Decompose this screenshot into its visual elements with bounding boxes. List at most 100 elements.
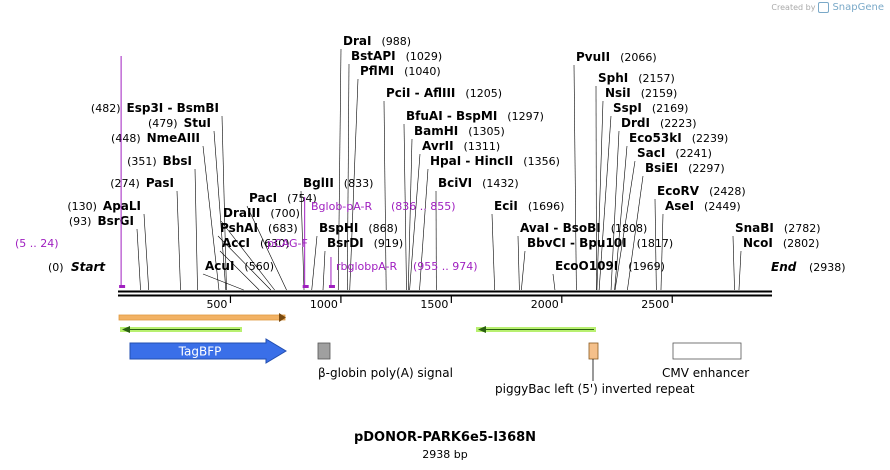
site-name: EciI — [494, 199, 518, 213]
end-position: (2938) — [809, 261, 846, 274]
restriction-site[interactable]: NsiI(2159) — [596, 86, 677, 291]
site-name: PasI — [146, 176, 174, 190]
restriction-site[interactable]: SacI(2241) — [614, 146, 712, 291]
restriction-site[interactable]: SspI (2169) — [598, 101, 689, 291]
restriction-site[interactable]: BspHI (868) — [311, 221, 398, 291]
site-leader-line — [409, 153, 421, 291]
feature-orange-span[interactable] — [118, 314, 286, 321]
site-name: EcoRV — [657, 184, 700, 198]
site-position: (2169) — [652, 102, 689, 115]
restriction-site[interactable]: DrdI(2223) — [610, 116, 697, 291]
site-position: (868) — [368, 222, 398, 235]
restriction-site[interactable]: PshAI(683) — [217, 221, 298, 291]
site-position: (2241) — [675, 147, 712, 160]
restriction-site[interactable]: AcuI(560) — [202, 259, 274, 291]
site-position: (833) — [344, 177, 374, 190]
site-name: BbsI — [163, 154, 192, 168]
site-leader-line — [738, 250, 742, 291]
restriction-site[interactable]: BbvCI - Bpu10I (1817) — [521, 236, 674, 291]
site-name: ApaLI — [103, 199, 141, 213]
site-leader-line — [491, 213, 495, 291]
restriction-site[interactable]: Esp3I - BsmBI(482) — [91, 101, 227, 291]
site-position: (1817) — [637, 237, 674, 250]
site-leader-line — [521, 250, 526, 291]
site-leader-line — [627, 175, 644, 291]
restriction-site[interactable]: SnaBI(2782) — [732, 221, 820, 291]
restriction-site[interactable]: BciVI(1432) — [435, 176, 519, 291]
site-leader-line — [654, 198, 657, 291]
restriction-site[interactable]: BamHI(1305) — [407, 124, 505, 291]
restriction-site[interactable]: BsiEI(2297) — [627, 161, 725, 291]
restriction-site[interactable]: AvrII (1311) — [409, 139, 501, 291]
restriction-site[interactable]: Eco53kI(2239) — [614, 131, 729, 291]
site-name: PacI — [249, 191, 277, 205]
restriction-site[interactable]: BglII(833) — [300, 176, 374, 291]
restriction-site[interactable]: NmeAIII(448) — [111, 131, 220, 291]
restriction-site[interactable]: BbsI(351) — [127, 154, 198, 291]
restriction-site[interactable]: BsrGI(93) — [69, 214, 141, 291]
site-name: BsrGI — [97, 214, 134, 228]
site-leader-line — [136, 228, 141, 291]
cmv-enhancer-box[interactable] — [672, 342, 742, 360]
primer-mark — [119, 285, 126, 288]
restriction-site[interactable]: DraI(988) — [337, 34, 411, 291]
site-position: (2802) — [783, 237, 820, 250]
site-leader-line — [246, 205, 287, 291]
snapgene-credit: Created by SnapGene — [771, 2, 884, 13]
site-position: (1040) — [404, 65, 441, 78]
site-position: (2066) — [620, 51, 657, 64]
start-label: Start — [71, 260, 106, 274]
site-leader-line — [407, 138, 413, 291]
restriction-site[interactable]: AvaI - BsoBI(1808) — [517, 221, 647, 291]
restriction-site[interactable]: DraIII (700) — [220, 206, 300, 291]
primer-range: (5 .. 24) — [15, 237, 59, 250]
site-name: AvrII — [422, 139, 454, 153]
site-leader-line — [322, 250, 326, 291]
site-position: (700) — [270, 207, 300, 220]
restriction-site[interactable]: PflMI(1040) — [349, 64, 441, 291]
restriction-site[interactable]: SphI(2157) — [595, 71, 675, 291]
primer-range: (955 .. 974) — [413, 260, 478, 273]
beta-globin-polya-box[interactable] — [317, 342, 331, 360]
restriction-site[interactable]: BfuAI - BspMI(1297) — [403, 109, 544, 291]
restriction-site[interactable]: EciI(1696) — [491, 199, 564, 291]
restriction-site[interactable]: PvuII(2066) — [573, 50, 657, 291]
restriction-site[interactable]: EcoO109I(1969) — [552, 259, 665, 291]
restriction-site[interactable]: BstAPI(1029) — [347, 49, 442, 291]
site-leader-line — [598, 115, 612, 291]
restriction-site[interactable]: EcoRV(2428) — [654, 184, 746, 291]
piggybac-left-itr-box[interactable] — [588, 342, 599, 360]
restriction-site[interactable]: PacI (754) — [246, 191, 317, 291]
site-name: BspHI — [319, 221, 358, 235]
tagbfp-label: TagBFP — [178, 345, 222, 359]
cmv-enhancer-label: CMV enhancer — [662, 366, 749, 380]
primer-site[interactable]: Bglob-pA-R(836 .. 855) — [302, 197, 456, 288]
primer-site[interactable]: (5 .. 24)pCAG-F — [15, 56, 308, 288]
restriction-site[interactable]: PciI - AflIII(1205) — [383, 86, 502, 291]
tagbfp-feature-arrow[interactable] — [129, 338, 287, 364]
site-leader-line — [219, 250, 260, 291]
restriction-site[interactable]: AseI(2449) — [660, 199, 741, 291]
site-name: DraIII — [223, 206, 260, 220]
restriction-site[interactable]: AccI(630) — [219, 236, 290, 291]
site-name: PciI - AflIII — [386, 86, 455, 100]
site-name: BbvCI - Bpu10I — [527, 236, 627, 250]
restriction-site[interactable]: NcoI(2802) — [738, 236, 820, 291]
site-position: (1432) — [482, 177, 519, 190]
primer-site[interactable]: rbglobpA-R(955 .. 974) — [328, 257, 478, 288]
restriction-site[interactable]: StuI(479) — [148, 116, 227, 291]
site-name: BsiEI — [645, 161, 678, 175]
snapgene-logo-icon — [818, 2, 830, 13]
site-leader-line — [176, 190, 181, 291]
restriction-site[interactable]: HpaI - HincII(1356) — [419, 154, 560, 291]
primer-mark — [302, 285, 309, 288]
site-position: (630) — [260, 237, 290, 250]
restriction-site[interactable]: ApaLI(130) — [67, 199, 150, 291]
site-name: SspI — [613, 101, 642, 115]
primer-mark — [328, 285, 335, 288]
restriction-site[interactable]: BsrDI(919) — [322, 236, 403, 291]
backbone-top-strand — [118, 290, 772, 293]
site-position: (1311) — [464, 140, 501, 153]
restriction-site[interactable]: PasI(274) — [110, 176, 181, 291]
site-position: (754) — [287, 192, 317, 205]
